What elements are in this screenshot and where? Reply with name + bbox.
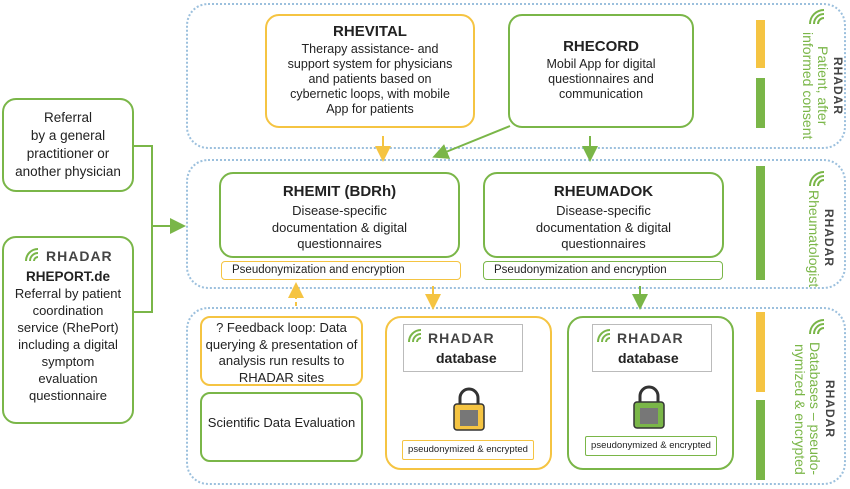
band-patient xyxy=(186,3,846,149)
rhadar-logo-text: RHADAR xyxy=(46,248,113,264)
rheport-line: questionnaire xyxy=(28,388,108,403)
rheport-line: evaluation xyxy=(38,371,98,386)
db1-encrypted-strip: pseudonymized & encrypted xyxy=(402,440,534,460)
rhecord-line: questionnaires and xyxy=(548,72,654,86)
rhemit-line: documentation & digital xyxy=(271,219,408,235)
side-label-line: Patient, after xyxy=(815,46,831,126)
rhadar-logo-icon xyxy=(408,329,422,343)
side-label-line: informed consent xyxy=(800,32,816,140)
rhevital-line: support system for physicians xyxy=(287,57,453,71)
rheport-title: RHEPORT.de xyxy=(25,269,110,284)
referral-line: Referral xyxy=(43,110,92,125)
rheport-line: service (RhePort) xyxy=(17,320,119,335)
rhevital-line: App for patients xyxy=(326,102,414,116)
green-marker-bar xyxy=(756,400,765,480)
padlock-icon xyxy=(633,385,665,429)
rhemit-line: Disease-specific xyxy=(292,203,387,218)
rhecord-title: RHECORD xyxy=(563,38,639,55)
rhadar-logo-icon xyxy=(809,171,825,187)
rheport-line: including a digital xyxy=(18,337,118,352)
green-marker-bar xyxy=(756,78,765,128)
rhecord-line: Mobil App for digital xyxy=(546,57,656,71)
db-footer-label: pseudonymized & encrypted xyxy=(408,444,528,455)
feedback-box: ? Feedback loop: Data querying & present… xyxy=(200,316,363,386)
db-footer-label: pseudonymized & encrypted xyxy=(591,440,711,451)
scientific-label: Scientific Data Evaluation xyxy=(207,415,356,430)
feedback-line: analysis run results to xyxy=(218,353,345,368)
rheumatologist-side-label: RHADAR Rheumatologist xyxy=(806,190,836,288)
rhemit-line: questionnaires xyxy=(297,236,382,251)
rhadar-logo-icon xyxy=(597,329,611,343)
rheumadok-line: documentation & digital xyxy=(535,219,672,235)
rhecord-box: RHECORD Mobil App for digital questionna… xyxy=(508,14,694,128)
db-label: database xyxy=(618,350,679,366)
rheport-line: coordination xyxy=(32,303,104,318)
rhevital-line: and patients based on xyxy=(308,72,432,86)
side-label-line: nymized & encrypted xyxy=(792,343,808,475)
feedback-line: ? Feedback loop: Data xyxy=(216,320,347,335)
rheumadok-line: Disease-specific xyxy=(556,203,651,218)
rhemit-box: RHEMIT (BDRh) Disease-specific documenta… xyxy=(219,172,460,258)
rheport-box: RHADAR RHEPORT.de Referral by patient co… xyxy=(2,236,134,424)
rheumadok-encryption-strip: Pseudonymization and encryption xyxy=(483,261,723,280)
referral-line: practitioner or xyxy=(26,146,110,161)
db2-encrypted-strip: pseudonymized & encrypted xyxy=(585,436,717,456)
orange-marker-bar xyxy=(756,20,765,68)
padlock-icon xyxy=(453,387,485,431)
referral-connector xyxy=(134,145,153,313)
referral-line: another physician xyxy=(15,164,121,179)
feedback-line: RHADAR sites xyxy=(238,369,325,385)
rhevital-box: RHEVITAL Therapy assistance- and support… xyxy=(265,14,475,128)
rhevital-line: Therapy assistance- and xyxy=(301,42,439,56)
scientific-evaluation-box: Scientific Data Evaluation xyxy=(200,392,363,462)
db-logo-frame xyxy=(403,324,523,372)
rhadar-logo-icon xyxy=(25,248,39,262)
rhadar-logo-text: RHADAR xyxy=(428,330,495,346)
rheumadok-line: questionnaires xyxy=(561,236,646,251)
rheport-line: symptom xyxy=(41,354,95,369)
patient-side-label: RHADAR Patient, after informed consent xyxy=(800,30,845,142)
referral-box: Referral by a general practitioner or an… xyxy=(2,98,134,192)
rhecord-line: communication xyxy=(558,87,644,101)
databases-side-label: RHADAR Databases – pseudo- nymized & enc… xyxy=(792,338,837,480)
rhadar-logo-text: RHADAR xyxy=(831,57,845,115)
strip-label: Pseudonymization and encryption xyxy=(494,264,667,276)
side-label-line: Rheumatologist xyxy=(806,190,822,288)
feedback-line: querying & presentation of xyxy=(205,336,358,352)
green-marker-bar xyxy=(756,166,765,280)
rhemit-title: RHEMIT (BDRh) xyxy=(282,183,397,200)
rhadar-logo-icon xyxy=(809,319,825,335)
rheport-line: Referral by patient xyxy=(14,286,122,301)
db-label: database xyxy=(436,350,497,366)
rhemit-encryption-strip: Pseudonymization and encryption xyxy=(221,261,461,280)
strip-label: Pseudonymization and encryption xyxy=(232,264,405,276)
side-label-line: Databases – pseudo- xyxy=(807,342,823,476)
band-rheumatologist xyxy=(186,159,846,289)
referral-line: by a general xyxy=(30,128,106,143)
rhadar-logo-icon xyxy=(809,9,825,25)
rhadar-logo-text: RHADAR xyxy=(617,330,684,346)
rhevital-title: RHEVITAL xyxy=(333,23,407,40)
band-databases xyxy=(186,307,846,485)
rheumadok-title: RHEUMADOK xyxy=(553,183,654,200)
orange-marker-bar xyxy=(756,312,765,392)
rhevital-line: cybernetic loops, with mobile xyxy=(290,87,450,101)
rhadar-logo-text: RHADAR xyxy=(822,208,836,267)
rhadar-logo-text: RHADAR xyxy=(823,380,837,438)
arrow-rhecord-to-rhemit xyxy=(432,125,511,159)
db-logo-frame xyxy=(592,324,712,372)
rheumadok-box: RHEUMADOK Disease-specific documentation… xyxy=(483,172,724,258)
